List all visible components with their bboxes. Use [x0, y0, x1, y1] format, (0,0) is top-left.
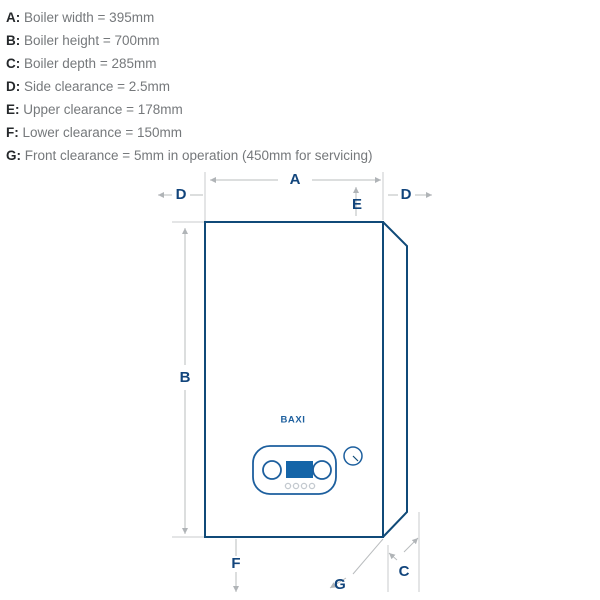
list-item: G: Front clearance = 5mm in operation (4… — [6, 144, 476, 167]
dimension-e: E — [352, 187, 362, 216]
boiler-front-face — [205, 222, 383, 537]
indicator-dot — [284, 482, 292, 490]
dimension-label-b: B — [180, 369, 191, 386]
indicator-dots — [284, 482, 316, 490]
list-item: A: Boiler width = 395mm — [6, 6, 476, 29]
right-knob[interactable] — [312, 460, 332, 480]
dimension-f: F — [231, 539, 241, 592]
legend-key: F: — [6, 125, 19, 140]
legend-key: D: — [6, 79, 21, 94]
dimension-label-d-right: D — [401, 186, 412, 203]
display-screen — [286, 461, 313, 478]
legend-key: B: — [6, 33, 21, 48]
dimension-b: B — [180, 228, 191, 534]
dimension-label-e: E — [352, 196, 362, 213]
dimension-label-f: F — [231, 555, 240, 572]
legend-key: C: — [6, 56, 21, 71]
list-item: F: Lower clearance = 150mm — [6, 121, 476, 144]
boiler-illustration: A D D E B — [0, 160, 600, 600]
indicator-dot — [308, 482, 316, 490]
list-item: B: Boiler height = 700mm — [6, 29, 476, 52]
legend-key: G: — [6, 148, 21, 163]
dimension-label-c: C — [399, 563, 410, 580]
list-item: D: Side clearance = 2.5mm — [6, 75, 476, 98]
dimension-label-d-left: D — [176, 186, 187, 203]
list-item: C: Boiler depth = 285mm — [6, 52, 476, 75]
legend-key: E: — [6, 102, 20, 117]
legend-text: Boiler width = 395mm — [24, 10, 155, 25]
witness-lines — [172, 172, 420, 592]
dimension-a: A — [210, 171, 381, 188]
legend-text: Lower clearance = 150mm — [22, 125, 182, 140]
dimension-c: C — [388, 537, 419, 580]
legend-text: Front clearance = 5mm in operation (450m… — [24, 148, 373, 163]
control-panel — [252, 445, 337, 495]
boiler-outline — [204, 221, 408, 538]
legend-list: A: Boiler width = 395mm B: Boiler height… — [6, 6, 476, 167]
legend-text: Side clearance = 2.5mm — [24, 79, 170, 94]
dimension-d-left: D — [158, 186, 203, 203]
boiler-side-face — [383, 222, 407, 537]
dimension-g: G — [329, 538, 384, 593]
indicator-dot — [292, 482, 300, 490]
pressure-gauge-icon — [343, 446, 363, 466]
left-knob[interactable] — [262, 460, 282, 480]
legend-text: Upper clearance = 178mm — [23, 102, 183, 117]
indicator-dot — [300, 482, 308, 490]
brand-logo: BAXI — [280, 415, 305, 426]
legend-text: Boiler height = 700mm — [24, 33, 160, 48]
dimension-d-right: D — [388, 186, 432, 203]
list-item: E: Upper clearance = 178mm — [6, 98, 476, 121]
legend-text: Boiler depth = 285mm — [24, 56, 157, 71]
dimension-label-a: A — [290, 171, 301, 188]
legend-key: A: — [6, 10, 21, 25]
dimension-label-g: G — [334, 576, 346, 593]
